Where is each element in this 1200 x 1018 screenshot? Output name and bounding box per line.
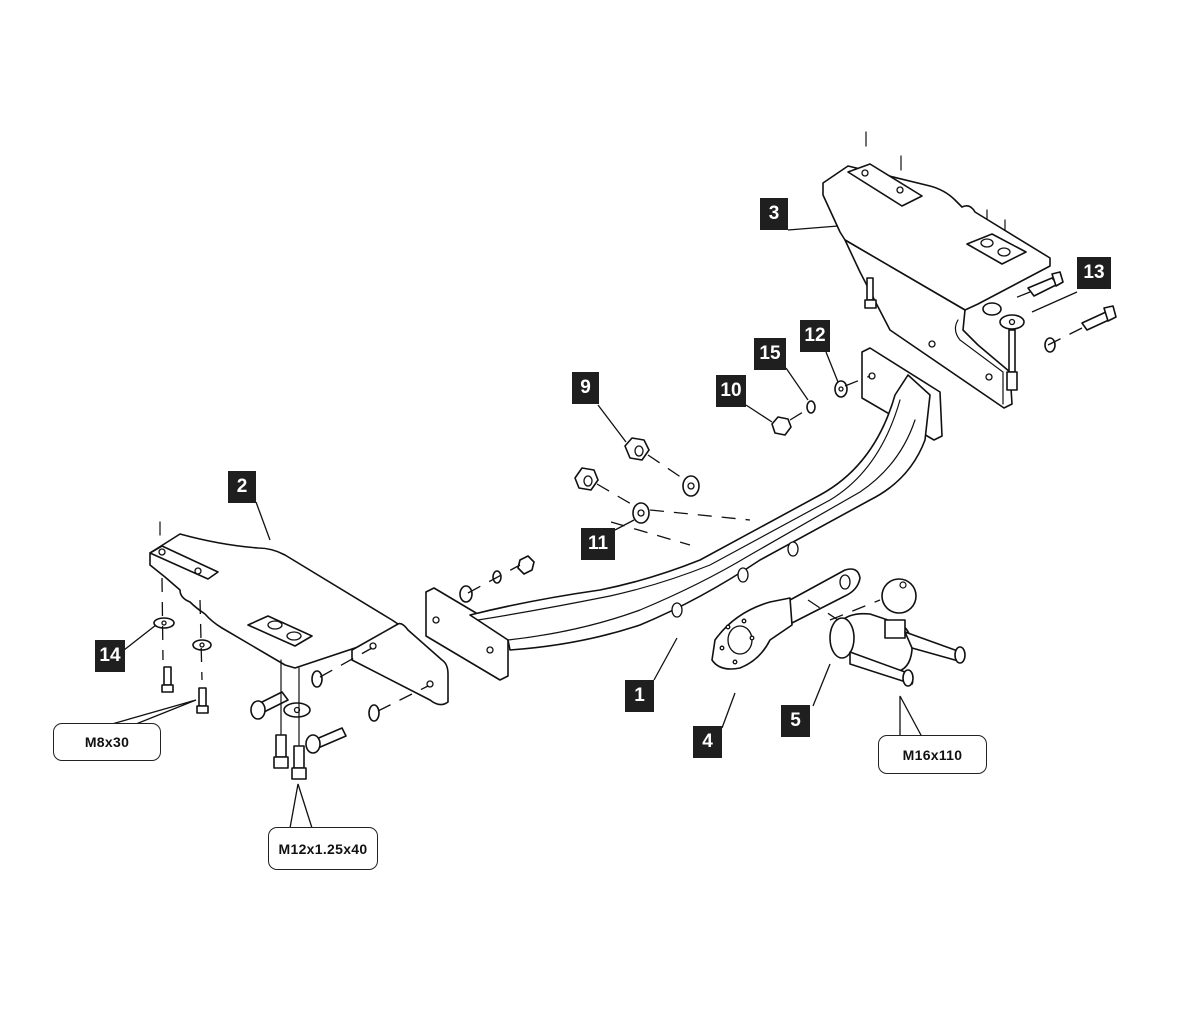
part-label-12: 12 <box>800 320 830 352</box>
socket-plate <box>711 568 861 670</box>
part-label-13: 13 <box>1077 257 1111 289</box>
callout-m12x1-25x40: M12x1.25x40 <box>268 827 378 870</box>
callout-m16x110: M16x110 <box>878 735 987 774</box>
part-label-1: 1 <box>625 680 654 712</box>
part-label-14: 14 <box>95 640 125 672</box>
tow-ball-assembly <box>807 578 966 687</box>
nuts-and-washers <box>574 375 871 524</box>
part-label-5: 5 <box>781 705 810 737</box>
main-cross-beam <box>425 347 943 681</box>
part-label-10: 10 <box>716 375 746 407</box>
leader-lines <box>111 225 1078 829</box>
right-mounting-bracket <box>822 131 1117 409</box>
part-label-15: 15 <box>754 338 786 370</box>
part-label-11: 11 <box>581 528 615 560</box>
callout-m8x30: M8x30 <box>53 723 161 761</box>
part-label-9: 9 <box>572 372 599 404</box>
part-label-2: 2 <box>228 471 256 503</box>
left-mounting-bracket <box>149 521 449 780</box>
part-label-3: 3 <box>760 198 788 230</box>
part-label-4: 4 <box>693 726 722 758</box>
